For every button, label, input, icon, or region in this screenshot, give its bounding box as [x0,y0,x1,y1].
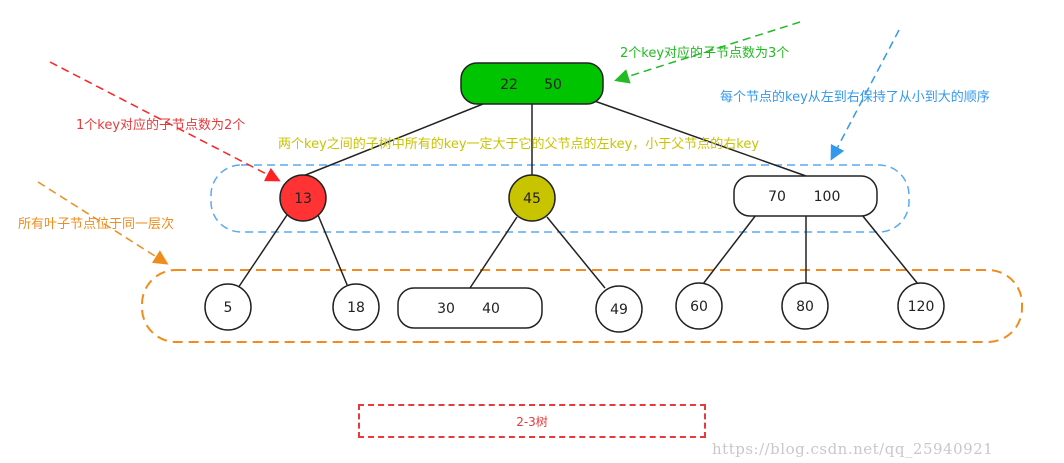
leaf-5-key: 5 [224,300,233,316]
node-70-100: 70 100 [733,175,878,217]
node-70-100-key-left: 70 [768,189,786,205]
leaf-60-key: 60 [690,299,708,315]
leaf-80-key: 80 [796,299,814,315]
root-key-left: 22 [500,77,518,93]
green-annotation: 2个key对应的子节点数为3个 [620,46,790,61]
leaf-60: 60 [675,282,723,330]
tree-edges [237,97,919,289]
leaf-5: 5 [204,283,252,331]
blue-arrow [830,29,900,161]
leaf-30-40-key-left: 30 [437,301,455,317]
yellow-annotation: 两个key之间的子树中所有的key一定大于它的父节点的左key，小于父节点的右k… [278,137,760,152]
node-13-key: 13 [294,191,312,207]
orange-annotation: 所有叶子节点位于同一层次 [18,217,175,232]
blue-annotation: 每个节点的key从左到右保持了从小到大的顺序 [720,90,990,105]
node-70-100-key-right: 100 [814,189,841,205]
node-13: 13 [279,174,327,222]
leaf-18: 18 [332,283,380,331]
leaf-120: 120 [897,282,945,330]
leaf-30-40-key-right: 40 [482,301,500,317]
diagram-caption: 2-3树 [358,404,706,438]
node-45-key: 45 [523,191,541,207]
green-arrow [614,21,801,84]
leaf-group-outline [141,269,1023,343]
leaf-120-key: 120 [908,299,935,315]
root-node: 22 50 [460,62,604,105]
leaf-49-key: 49 [610,302,628,318]
red-arrow [49,61,281,182]
leaf-18-key: 18 [347,300,365,316]
root-key-right: 50 [544,77,562,93]
caption-text: 2-3树 [516,414,548,429]
node-45: 45 [508,174,556,222]
leaf-49: 49 [595,285,643,333]
leaf-30-40: 30 40 [397,287,543,329]
leaf-80: 80 [781,282,829,330]
watermark: https://blog.csdn.net/qq_25940921 [712,440,994,458]
red-annotation: 1个key对应的子节点数为2个 [76,118,246,133]
